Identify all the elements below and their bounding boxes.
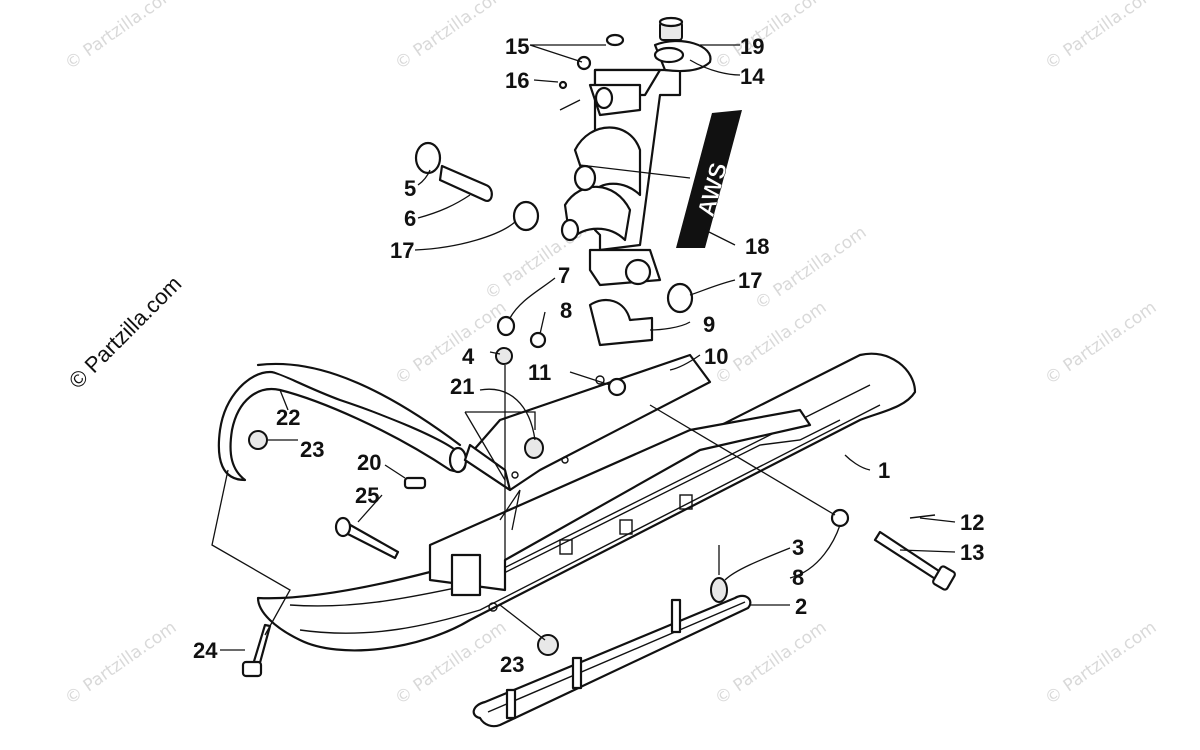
- callout-4: 4: [462, 344, 475, 369]
- watermark: © Partzilla.com: [711, 617, 830, 709]
- callout-3: 3: [792, 535, 804, 560]
- callout-19: 19: [740, 34, 764, 59]
- bolts: [241, 514, 956, 678]
- watermark: © Partzilla.com: [61, 0, 180, 74]
- callout-15: 15: [505, 34, 529, 59]
- credit-text: © Partzilla.com: [64, 271, 187, 394]
- callout-23b: 23: [500, 652, 524, 677]
- watermark: © Partzilla.com: [1041, 297, 1160, 389]
- callout-10: 10: [704, 344, 728, 369]
- wear-bar: [472, 594, 752, 728]
- watermark: © Partzilla.com: [711, 0, 830, 74]
- watermark: © Partzilla.com: [61, 617, 180, 709]
- callout-20: 20: [357, 450, 381, 475]
- callout-24: 24: [193, 638, 218, 663]
- callout-7: 7: [558, 263, 570, 288]
- callout-6: 6: [404, 206, 416, 231]
- fasteners: [248, 315, 850, 656]
- watermark: © Partzilla.com: [1041, 0, 1160, 74]
- callout-21: 21: [450, 374, 474, 399]
- callout-8a: 8: [560, 298, 572, 323]
- callout-13: 13: [960, 540, 984, 565]
- callout-17a: 17: [390, 238, 414, 263]
- callout-8b: 8: [792, 565, 804, 590]
- decal: AWS: [676, 110, 742, 248]
- ski-body: [256, 352, 917, 652]
- ski-loop: [217, 362, 468, 482]
- leader-lines: [211, 44, 956, 651]
- saddle-bracket: [463, 353, 712, 492]
- callout-11: 11: [528, 360, 551, 385]
- callout-5: 5: [404, 176, 416, 201]
- callout-23a: 23: [300, 437, 324, 462]
- callout-16: 16: [505, 68, 529, 93]
- spindle-block: [588, 298, 654, 347]
- callout-1: 1: [878, 458, 890, 483]
- callout-2: 2: [795, 594, 807, 619]
- callout-12: 12: [960, 510, 984, 535]
- callout-18: 18: [745, 234, 769, 259]
- callout-17b: 17: [738, 268, 762, 293]
- watermark: © Partzilla.com: [711, 297, 830, 389]
- watermark: © Partzilla.com: [391, 0, 510, 74]
- callout-14: 14: [740, 64, 765, 89]
- callout-22: 22: [276, 405, 300, 430]
- callout-9: 9: [703, 312, 715, 337]
- callout-25: 25: [355, 483, 379, 508]
- spindle: [560, 68, 682, 287]
- watermark: © Partzilla.com: [1041, 617, 1160, 709]
- callout-labels: 1 2 3 4 5 6 7 8 8 9 10 11 12 13 14 15 16…: [193, 34, 984, 677]
